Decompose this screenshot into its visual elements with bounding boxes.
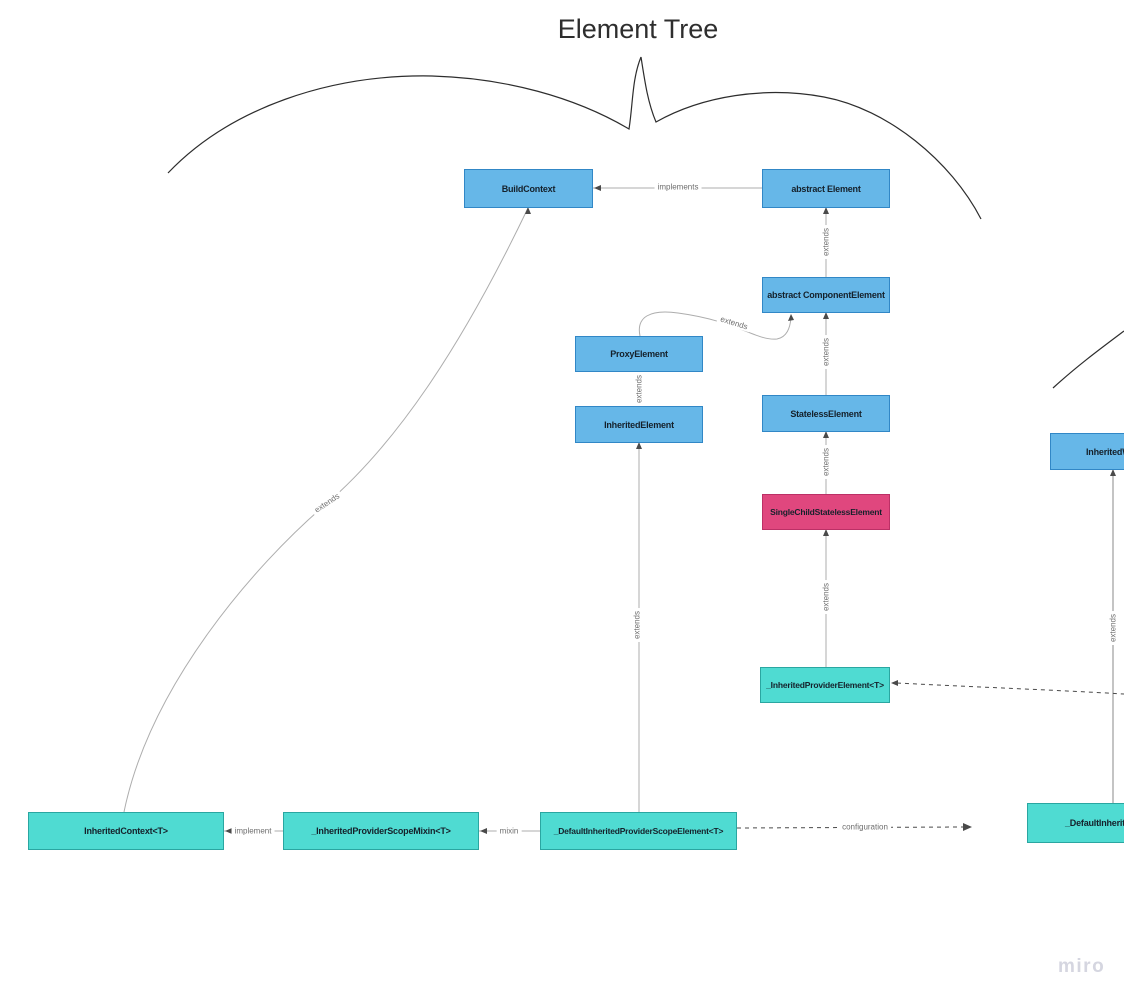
arrow-up-abstract-element [823,207,829,214]
arrow-left-buildcontext [594,185,601,191]
edge-label-extends: extends [821,579,831,615]
edge-label-extends: extends [634,371,644,407]
node-label: StatelessElement [790,408,862,419]
node-default-inherited-provider-scope-element[interactable]: _DefaultInheritedProviderScopeElement<T> [540,812,737,850]
node-label: InheritedW [1086,446,1124,457]
brace-curve-right-diagram [1052,330,1124,389]
arrow-up-statelesselement [823,431,829,438]
node-label: abstract ComponentElement [767,290,885,300]
node-single-child-stateless-element[interactable]: SingleChildStatelessElement [762,494,890,530]
node-stateless-element[interactable]: StatelessElement [762,395,890,432]
edge-label-mixin: mixin [496,826,522,836]
node-label: _InheritedProviderScopeMixin<T> [311,826,451,836]
node-inherited-widget-partial[interactable]: InheritedW [1050,433,1124,470]
edge-label-implement: implement [231,826,275,836]
node-label: ProxyElement [610,349,668,359]
arrow-up-componentelement [823,312,829,319]
edge-label-extends: extends [1108,610,1118,646]
node-inherited-provider-scope-mixin[interactable]: _InheritedProviderScopeMixin<T> [283,812,479,850]
node-inherited-context[interactable]: InheritedContext<T> [28,812,224,850]
node-label: _DefaultInheritedProviderScopeElement<T> [553,826,724,836]
miro-watermark: miro [1058,956,1106,977]
connector-extends-buildcontext-to-inheritedcontext [123,207,529,813]
node-label: InheritedElement [604,419,674,430]
node-default-inherited-provider-partial[interactable]: _DefaultInheritedPr [1027,803,1124,843]
node-abstract-element[interactable]: abstract Element [762,169,890,208]
arrow-right-configuration [963,823,972,831]
node-label: SingleChildStatelessElement [770,507,882,517]
arrow-left-providerelement [891,680,898,686]
arrow-up-singlechild [823,529,829,536]
solid-connectors [123,187,827,832]
node-label: _InheritedProviderElement<T> [766,680,884,690]
edge-label-configuration: configuration [839,822,891,832]
node-build-context[interactable]: BuildContext [464,169,593,208]
node-label: _DefaultInheritedPr [1065,818,1124,828]
arrow-up-curve-componentelement [788,314,794,321]
edge-label-extends: extends [632,607,642,643]
edge-label-extends: extends [821,334,831,370]
node-abstract-component-element[interactable]: abstract ComponentElement [762,277,890,313]
arrow-up-inheritedelement [636,442,642,449]
node-label: InheritedContext<T> [84,826,168,836]
node-label: abstract Element [791,183,861,194]
arrow-up-right-diagram [1110,469,1116,476]
edge-label-extends: extends [310,489,344,517]
node-proxy-element[interactable]: ProxyElement [575,336,703,372]
page-title: Element Tree [557,14,719,44]
edge-label-implements: implements [654,182,702,192]
brace-curve-left [167,56,642,174]
arrow-left-scopemixin [480,828,487,834]
node-inherited-element[interactable]: InheritedElement [575,406,703,443]
connector-provider-dashed [896,682,1124,695]
edge-label-extends: extends [716,313,752,333]
arrowheads [225,185,1116,834]
node-inherited-provider-element[interactable]: _InheritedProviderElement<T> [760,667,890,703]
edge-label-extends: extends [821,224,831,260]
edge-label-extends: extends [821,444,831,480]
node-label: BuildContext [501,183,556,194]
arrow-up-buildcontext [525,207,531,214]
